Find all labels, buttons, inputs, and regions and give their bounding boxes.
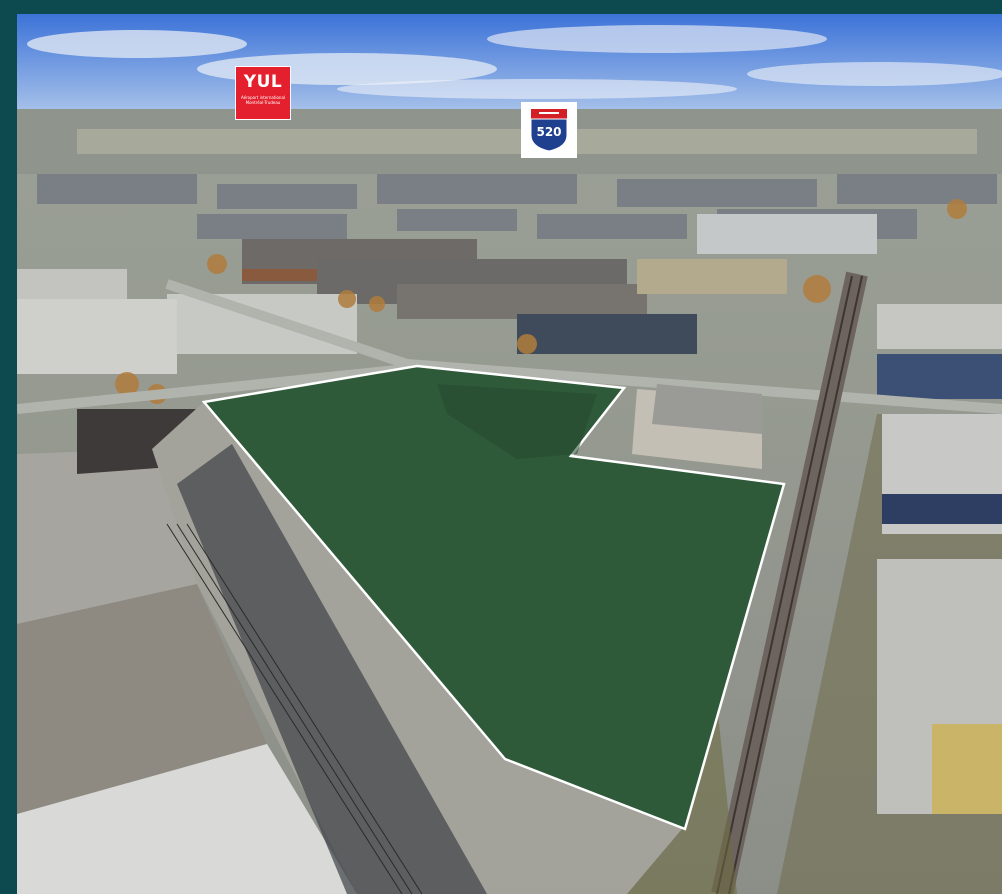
highlighted-lot bbox=[201, 364, 786, 831]
power-line bbox=[166, 523, 403, 894]
warehouse bbox=[637, 259, 787, 294]
warehouse-right bbox=[932, 724, 1002, 814]
trees bbox=[115, 199, 967, 404]
highway-number: 520 bbox=[536, 125, 562, 139]
small-building-roof bbox=[652, 384, 762, 434]
airport-name: Aéroport international Montréal-Trudeau bbox=[240, 95, 286, 105]
power-line bbox=[186, 523, 423, 894]
rail-line bbox=[728, 275, 863, 894]
airport-badge: YUL Aéroport international Montréal-Trud… bbox=[235, 66, 291, 120]
warehouse bbox=[697, 214, 877, 254]
warehouse-left bbox=[17, 449, 197, 624]
cloud bbox=[337, 79, 737, 99]
warehouse bbox=[877, 354, 1002, 399]
road bbox=[165, 279, 1002, 414]
shadow bbox=[177, 444, 487, 894]
lot-texture bbox=[437, 384, 597, 459]
cloud bbox=[747, 62, 1002, 86]
warehouse-left bbox=[17, 584, 267, 814]
warehouse-left bbox=[17, 744, 357, 894]
warehouse bbox=[17, 299, 177, 374]
rail-line bbox=[716, 275, 853, 894]
warehouse bbox=[877, 304, 1002, 349]
warehouse bbox=[397, 284, 647, 319]
warehouse-right bbox=[882, 494, 1002, 524]
warehouse bbox=[517, 314, 697, 354]
highway-shield-icon: 520 bbox=[531, 109, 567, 151]
railway bbox=[711, 271, 868, 894]
power-line bbox=[176, 523, 413, 894]
cloud bbox=[27, 30, 247, 58]
road bbox=[17, 364, 408, 414]
cloud bbox=[487, 25, 827, 53]
aerial-scene bbox=[17, 14, 1002, 894]
warehouse bbox=[167, 294, 357, 354]
highway-badge: 520 bbox=[521, 102, 577, 158]
airport-code: YUL bbox=[243, 72, 283, 92]
aerial-photo: YUL Aéroport international Montréal-Trud… bbox=[17, 14, 1002, 894]
